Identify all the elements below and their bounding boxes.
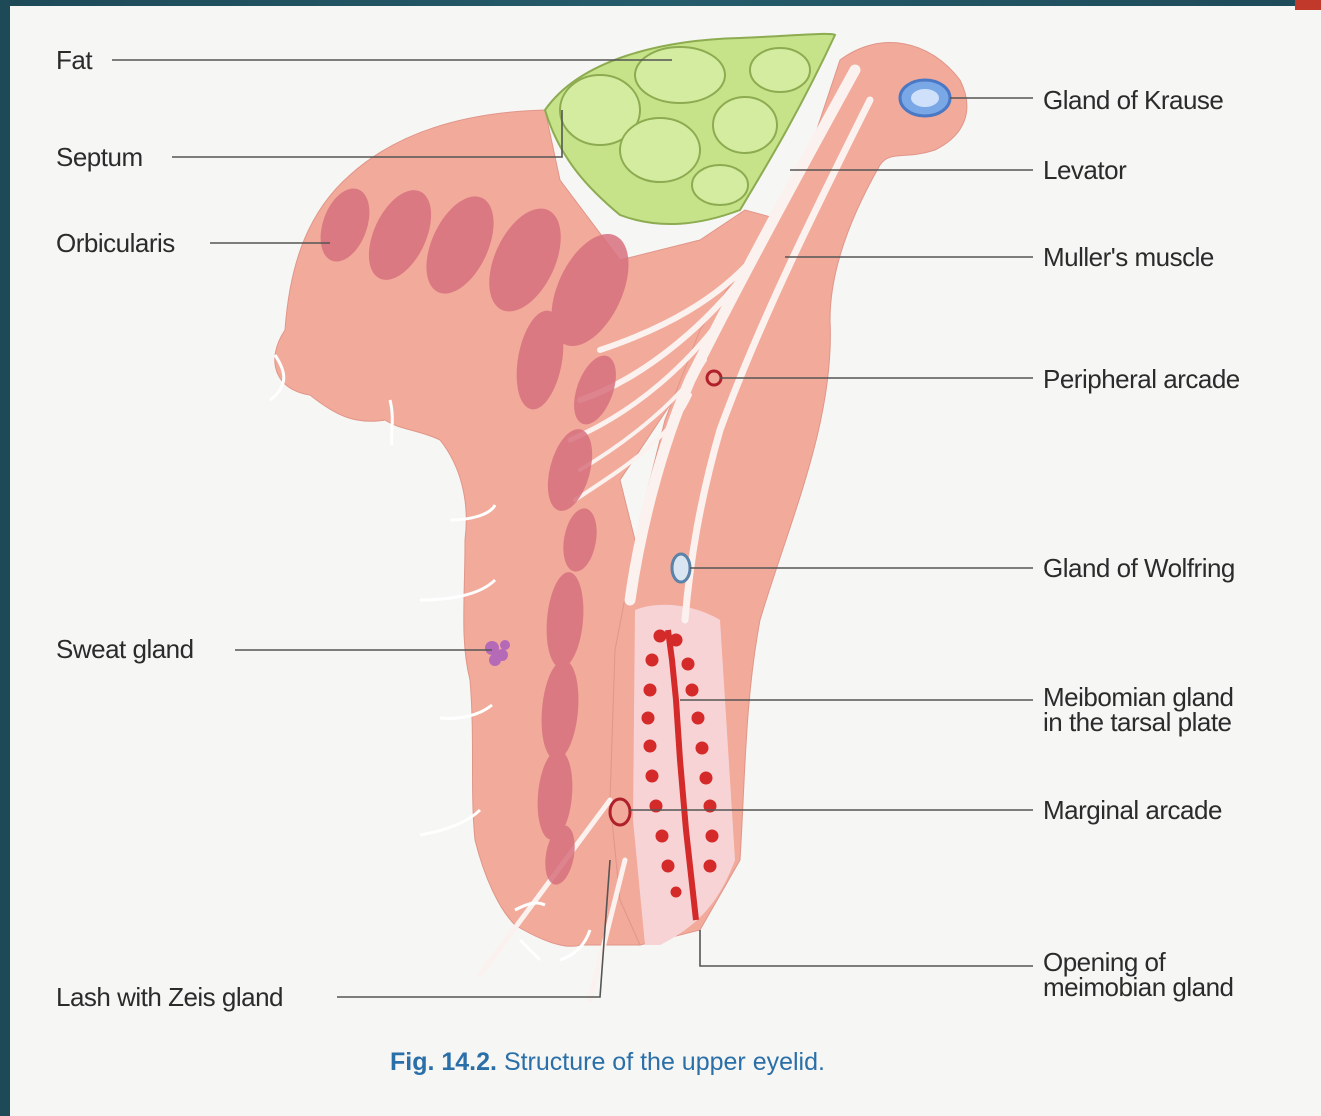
label-fat: Fat [56, 47, 92, 73]
peripheral-arcade-vessel [707, 371, 721, 385]
label-sweat-gland: Sweat gland [56, 636, 194, 662]
label-meibomian-gland-line2: in the tarsal plate [1043, 710, 1234, 735]
label-lash-with-zeis-gland: Lash with Zeis gland [56, 984, 283, 1010]
gland-of-wolfring [672, 554, 690, 582]
marginal-arcade-vessel [610, 799, 630, 825]
label-orbicularis: Orbicularis [56, 230, 175, 256]
figure-caption: Fig. 14.2. Structure of the upper eyelid… [390, 1048, 825, 1077]
label-levator: Levator [1043, 157, 1126, 183]
label-meibomian-gland: Meibomian gland in the tarsal plate [1043, 685, 1234, 735]
label-mullers-muscle: Muller's muscle [1043, 244, 1214, 270]
label-marginal-arcade: Marginal arcade [1043, 797, 1222, 823]
gland-of-krause-core [911, 89, 939, 107]
label-septum: Septum [56, 144, 143, 170]
label-peripheral-arcade: Peripheral arcade [1043, 366, 1240, 392]
figure-number: Fig. 14.2. [390, 1048, 497, 1076]
label-gland-of-wolfring: Gland of Wolfring [1043, 555, 1235, 581]
label-opening-line2: meimobian gland [1043, 975, 1234, 1000]
label-gland-of-krause: Gland of Krause [1043, 87, 1223, 113]
label-opening-of-meibomian-gland: Opening of meimobian gland [1043, 950, 1234, 1000]
figure-caption-text: Structure of the upper eyelid. [504, 1048, 825, 1076]
